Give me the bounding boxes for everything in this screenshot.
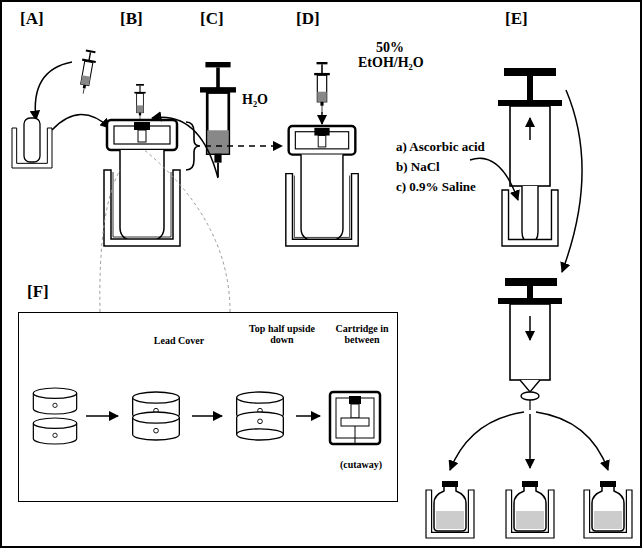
reagent-label: 50% EtOH/H₂O [358, 40, 422, 71]
panel-label: [F] [27, 283, 49, 302]
panel-label: [C] [200, 10, 224, 29]
step-label: Lead Cover [149, 335, 209, 346]
reagent-label: H₂O [242, 92, 268, 107]
panel-box: [F]Lead CoverTop half upside downCartrid… [18, 312, 398, 502]
step-label: (cutaway) [331, 459, 391, 470]
reagent-label: c) 0.9% Saline [396, 180, 476, 194]
panel-label: [E] [505, 10, 528, 29]
step-label: Cartridge in between [331, 323, 393, 345]
panel-label: [B] [120, 10, 143, 29]
reagent-label: a) Ascorbic acid [396, 140, 485, 154]
reagent-label: b) NaCl [396, 160, 440, 174]
panel-label: [A] [20, 10, 44, 29]
panel-label: [D] [296, 10, 320, 29]
step-label: Top half upside down [247, 323, 317, 345]
